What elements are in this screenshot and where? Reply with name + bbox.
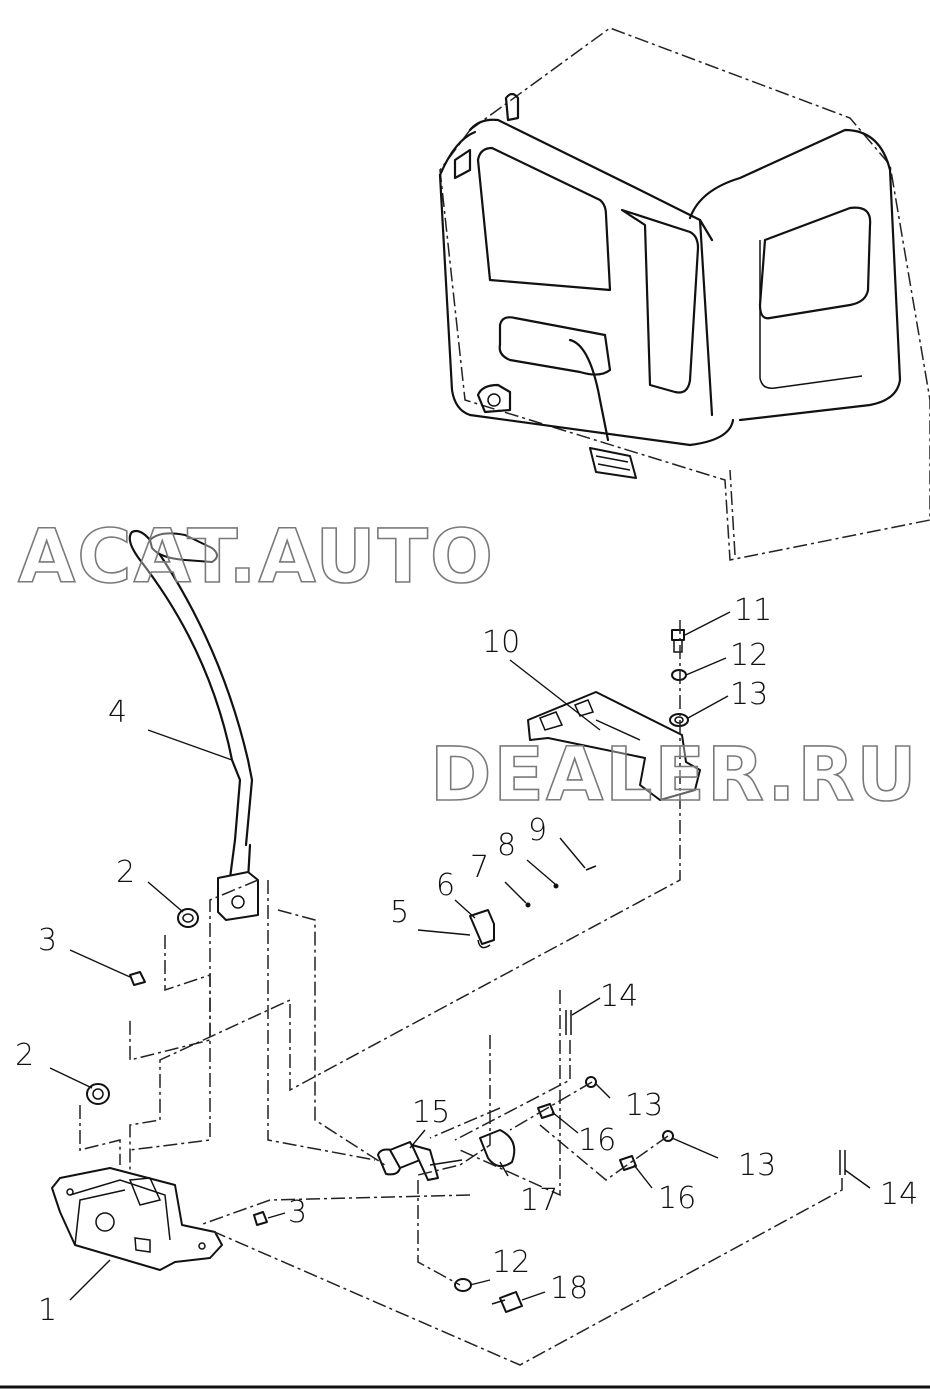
callout-11: 11 — [734, 593, 772, 628]
callout-3b: 3 — [288, 1195, 307, 1230]
callout-5: 5 — [390, 895, 409, 930]
callout-9: 9 — [528, 813, 547, 848]
callout-14a: 14 — [600, 979, 638, 1014]
callout-12a: 12 — [730, 638, 768, 673]
assembly-lines — [79, 620, 843, 1366]
callout-labels: 4 2 3 2 1 3 5 6 7 8 9 10 11 12 13 14 13 … — [15, 593, 918, 1328]
callout-2a: 2 — [116, 855, 135, 890]
callout-16a: 16 — [578, 1123, 616, 1158]
watermark-line2: DEALER.RU — [430, 732, 919, 818]
callout-13b: 13 — [625, 1088, 663, 1123]
callout-13a: 13 — [730, 677, 768, 712]
callout-15: 15 — [412, 1095, 450, 1130]
cab-outline — [438, 27, 930, 561]
small-parts — [86, 629, 846, 1313]
callout-8: 8 — [497, 828, 516, 863]
callout-7: 7 — [470, 850, 489, 885]
callout-3a: 3 — [38, 923, 57, 958]
callout-13c: 13 — [738, 1148, 776, 1183]
callout-14b: 14 — [880, 1177, 918, 1212]
callout-18: 18 — [550, 1271, 588, 1306]
callout-10: 10 — [482, 625, 520, 660]
callout-2b: 2 — [15, 1038, 34, 1073]
watermark-line1: ACAT.AUTO — [18, 514, 495, 600]
leader-lines — [49, 611, 871, 1301]
callout-4: 4 — [108, 695, 127, 730]
watermark: ACAT.AUTO DEALER.RU — [17, 513, 919, 819]
callout-16b: 16 — [658, 1181, 696, 1216]
lever-bracket — [51, 1167, 223, 1271]
callout-17: 17 — [520, 1183, 558, 1218]
callout-6: 6 — [436, 868, 455, 903]
callout-1: 1 — [38, 1293, 57, 1328]
callout-12b: 12 — [492, 1245, 530, 1280]
